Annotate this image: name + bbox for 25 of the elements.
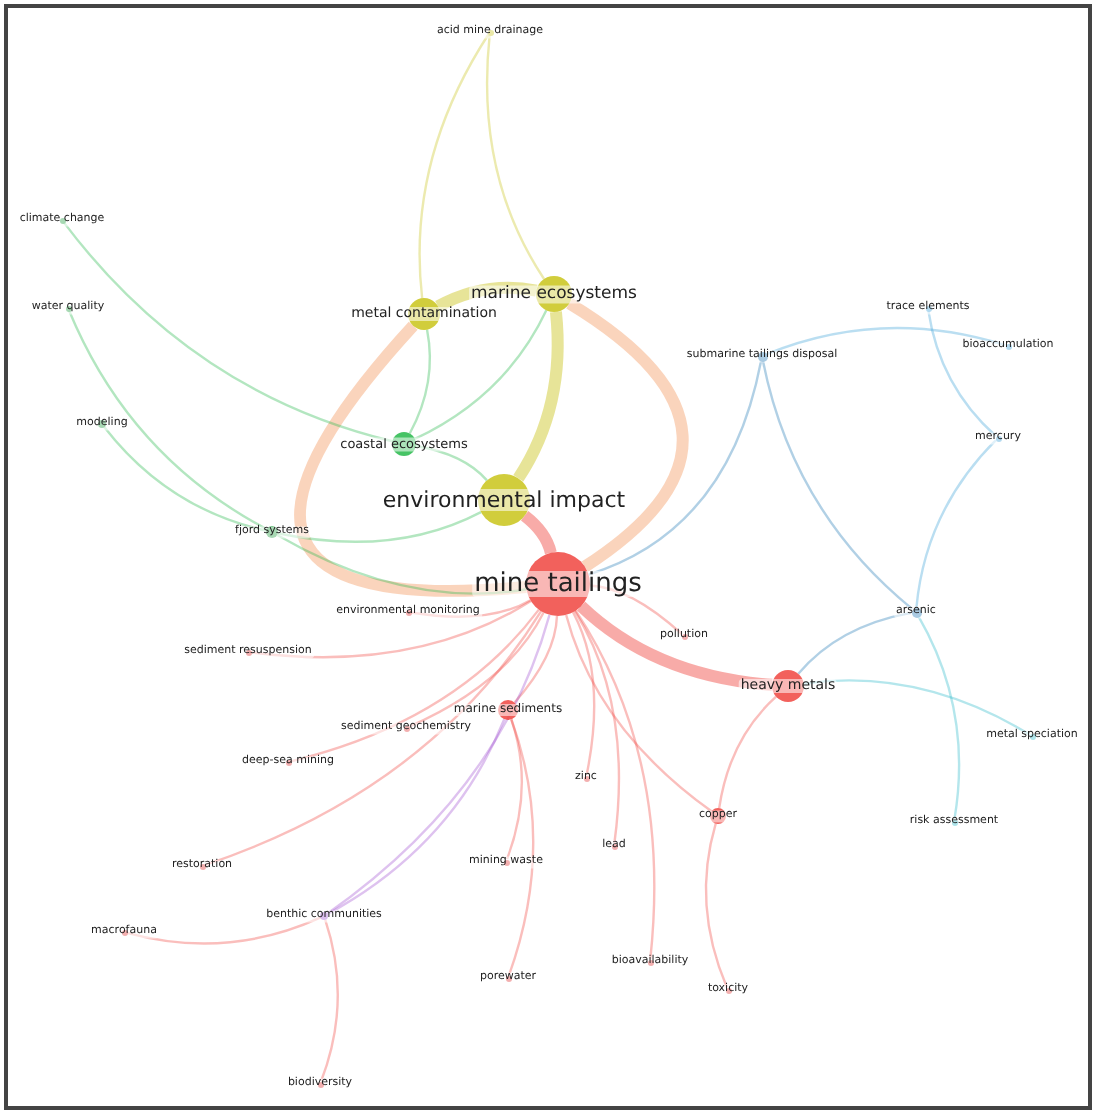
link-curve [507, 719, 535, 976]
link-curve [485, 34, 546, 280]
link-curve [418, 33, 490, 299]
link-curve [414, 309, 548, 440]
link-curve [577, 601, 773, 691]
link-curve [574, 610, 656, 960]
link-curve [571, 611, 596, 776]
link-curve [326, 614, 551, 915]
link-curve [408, 329, 432, 434]
link-curve [917, 615, 961, 820]
keyword-label: mine tailings [472, 571, 644, 597]
link-curve [573, 610, 621, 844]
keyword-label: environmental impact [380, 489, 628, 511]
link-curve [520, 511, 557, 555]
link-curve [566, 298, 689, 572]
link-curve [927, 310, 997, 437]
link-curve [319, 919, 339, 1082]
link-curve [513, 615, 559, 704]
link-curve [718, 695, 777, 809]
link-curve [704, 823, 728, 988]
link-curve [68, 310, 268, 531]
link-curve [915, 439, 997, 608]
link-curve [761, 360, 913, 610]
link-curve [565, 614, 713, 813]
keyword-label: marine ecosystems [469, 285, 639, 303]
